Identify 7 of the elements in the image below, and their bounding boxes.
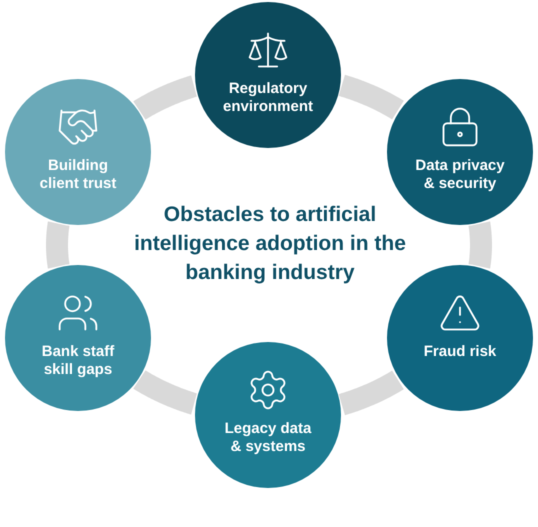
topic-label: Data privacy & security [414, 157, 506, 193]
topic-label: Bank staff skill gaps [40, 343, 116, 379]
topic-label: Fraud risk [422, 343, 498, 361]
diagram-title: Obstacles to artificial intelligence adoption in the banking industry [133, 202, 407, 286]
topic-label: Regulatory environment [222, 80, 314, 116]
topic-label: Legacy data & systems [224, 420, 312, 456]
topic-label: Building client trust [38, 157, 118, 193]
